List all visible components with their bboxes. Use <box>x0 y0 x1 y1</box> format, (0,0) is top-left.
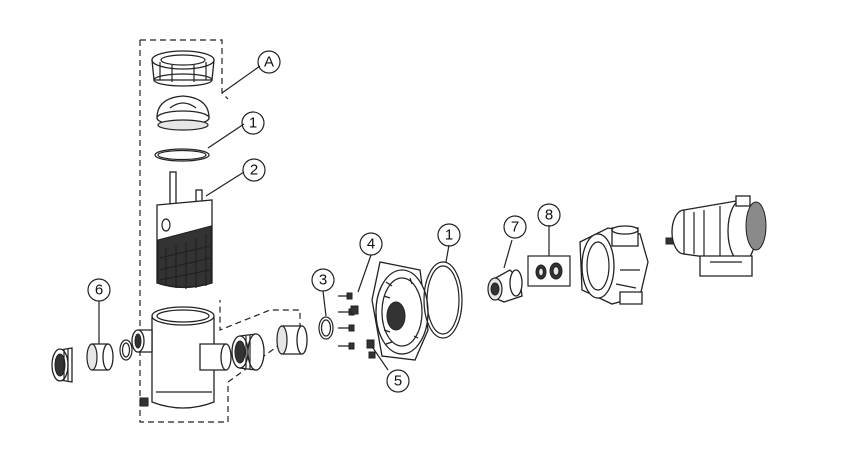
callout-2: 2 <box>242 158 266 182</box>
strainer-basket <box>156 171 213 289</box>
leader-lines <box>98 65 550 371</box>
callout-6-label: 6 <box>95 282 103 299</box>
union-nut-right <box>231 333 265 371</box>
strainer-housing <box>131 306 232 409</box>
union-tail-right <box>276 325 308 355</box>
diffuser-o-ring <box>423 261 463 339</box>
callout-7-label: 7 <box>511 219 519 236</box>
diffuser-seal-plate <box>371 261 429 361</box>
callout-3: 3 <box>311 268 335 292</box>
callout-7: 7 <box>503 215 527 239</box>
callout-6: 6 <box>87 278 111 302</box>
lid-o-ring <box>154 148 210 162</box>
callout-5: 5 <box>386 369 410 393</box>
impeller <box>487 269 523 303</box>
callout-1-top-label: 1 <box>249 115 257 132</box>
union-o-ring-left <box>119 339 133 361</box>
union-o-ring-right <box>318 316 334 340</box>
callout-3-label: 3 <box>319 272 327 289</box>
union-tail-left <box>86 343 114 371</box>
callout-A-label: A <box>264 54 274 71</box>
callout-5-label: 5 <box>394 373 402 390</box>
callout-1-right-label: 1 <box>445 227 453 244</box>
seal-plate-bolts <box>338 292 355 350</box>
strainer-assembly-bracket <box>139 39 301 423</box>
union-nut-left <box>51 347 73 383</box>
callout-4-label: 4 <box>367 236 375 253</box>
strainer-lid <box>151 50 215 87</box>
callout-A: A <box>257 50 281 74</box>
callout-1-top: 1 <box>241 111 265 135</box>
callout-4: 4 <box>359 232 383 256</box>
callout-8-label: 8 <box>545 207 553 224</box>
strainer-cover <box>156 95 210 131</box>
callout-2-label: 2 <box>250 162 258 179</box>
shaft-seal-kit <box>527 255 571 287</box>
callout-1-right: 1 <box>437 223 461 247</box>
pump-volute <box>579 225 649 305</box>
seal-plate-nuts <box>350 305 376 359</box>
callout-8: 8 <box>537 203 561 227</box>
pump-motor <box>665 195 767 277</box>
